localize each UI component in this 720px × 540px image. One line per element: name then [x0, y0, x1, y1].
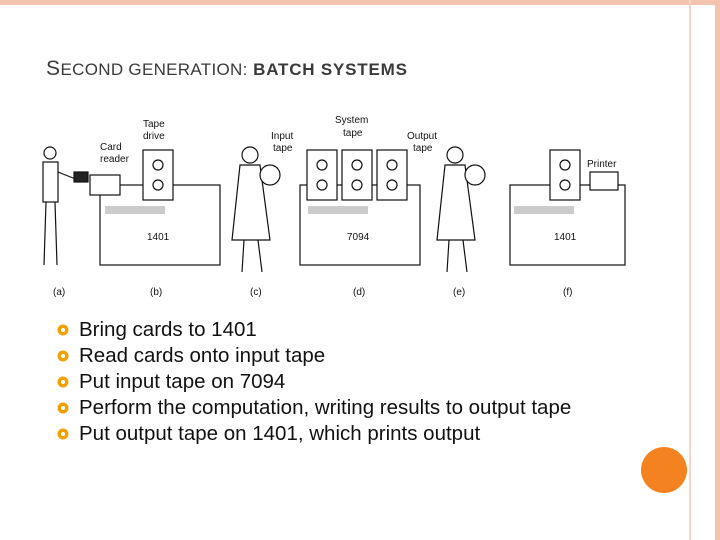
person-output-tape — [436, 146, 486, 273]
gear-bullet-icon — [57, 376, 69, 388]
slide-top-border — [0, 0, 720, 5]
slide-right-rule — [689, 0, 691, 540]
bullet-item: Read cards onto input tape — [57, 343, 618, 369]
machine-1401-b — [89, 149, 221, 266]
bullet-item: Bring cards to 1401 — [57, 317, 618, 343]
machine-1401-f — [509, 149, 626, 266]
label-printer: Printer — [587, 159, 617, 170]
bullet-text: Put input tape on 7094 — [79, 370, 286, 393]
bullet-item: Perform the computation, writing results… — [57, 395, 618, 421]
label-machine-f: 1401 — [554, 232, 577, 243]
label-card-reader-2: reader — [100, 154, 130, 165]
batch-system-figure: Tape drive Card reader Input tape System… — [30, 110, 640, 305]
label-tape-drive-2: drive — [143, 131, 165, 142]
operator-figure — [42, 146, 89, 266]
label-machine-b: 1401 — [147, 232, 170, 243]
gear-bullet-icon — [57, 428, 69, 440]
label-input-tape-2: tape — [273, 143, 293, 154]
gear-bullet-icon — [57, 350, 69, 362]
label-system-tape-2: tape — [343, 128, 363, 139]
panel-letter-c: (c) — [250, 287, 262, 298]
bullet-text: Read cards onto input tape — [79, 344, 326, 367]
bullet-text: Bring cards to 1401 — [79, 318, 257, 341]
decorative-orange-circle — [641, 447, 687, 493]
slide-right-border — [715, 0, 720, 540]
gear-bullet-icon — [57, 402, 69, 414]
label-system-tape-1: System — [335, 115, 368, 126]
label-input-tape-1: Input — [271, 131, 293, 142]
bullet-text: Put output tape on 1401, which prints ou… — [79, 422, 481, 445]
label-card-reader-1: Card — [100, 142, 122, 153]
panel-letter-f: (f) — [563, 287, 572, 298]
gear-bullet-icon — [57, 324, 69, 336]
panel-letter-b: (b) — [150, 287, 162, 298]
panel-letter-a: (a) — [53, 287, 65, 298]
bullet-item: Put output tape on 1401, which prints ou… — [57, 421, 618, 447]
bullet-text: Perform the computation, writing results… — [79, 396, 572, 419]
bullet-list: Bring cards to 1401 Read cards onto inpu… — [57, 317, 618, 447]
panel-letter-d: (d) — [353, 287, 365, 298]
label-tape-drive-1: Tape — [143, 119, 165, 130]
panel-letter-e: (e) — [453, 287, 465, 298]
batch-system-diagram: Tape drive Card reader Input tape System… — [42, 115, 626, 298]
label-output-tape-1: Output — [407, 131, 437, 142]
slide-title: SECOND GENERATION: BATCH SYSTEMS — [46, 57, 408, 80]
label-output-tape-2: tape — [413, 143, 433, 154]
machine-7094-d — [299, 149, 421, 266]
person-input-tape — [231, 146, 281, 273]
bullet-item: Put input tape on 7094 — [57, 369, 618, 395]
label-machine-d: 7094 — [347, 232, 370, 243]
